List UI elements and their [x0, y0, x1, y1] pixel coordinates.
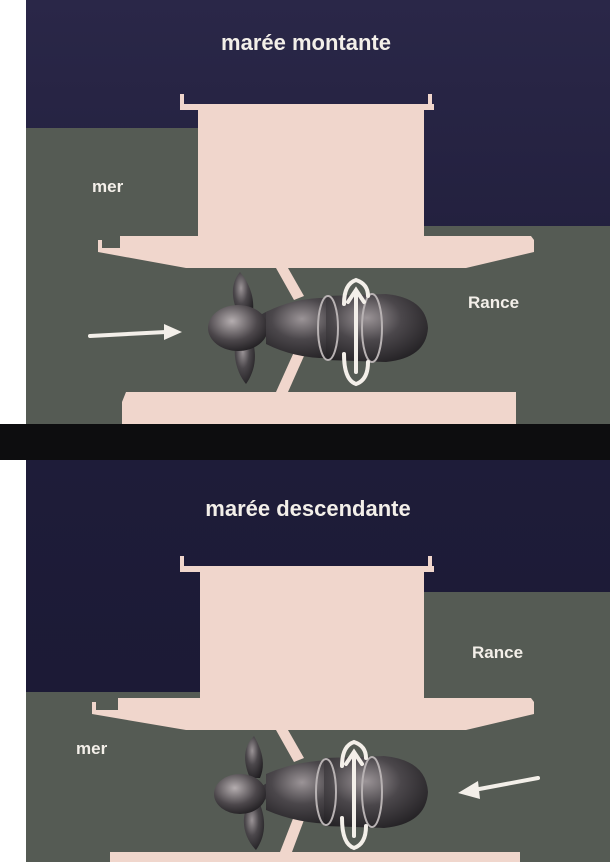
rising-tide-diagram: marée montante mer Rance — [26, 0, 610, 424]
generator-ring-1 — [317, 295, 339, 361]
generator-ring-2 — [361, 293, 383, 363]
generator-ring-2 — [361, 756, 383, 828]
river-label: Rance — [468, 293, 519, 312]
rising-tide-panel: marée montante mer Rance — [26, 0, 610, 424]
generator-bulb — [326, 294, 428, 362]
generator-bulb — [324, 756, 428, 828]
river-label: Rance — [472, 643, 523, 662]
dam-cap — [180, 566, 432, 572]
rotation-arrow-icon — [340, 739, 368, 851]
turbine-strut-top — [276, 268, 304, 300]
turbine-strut-bottom — [276, 352, 304, 392]
turbine-hub — [208, 305, 268, 351]
turbine-strut-bottom — [280, 816, 304, 852]
dam-lower-slab — [110, 852, 520, 862]
generator-ring-1 — [315, 758, 337, 826]
dam-cap-lip-left — [180, 94, 184, 110]
dam-upper-structure — [92, 556, 534, 730]
panel-title: marée montante — [221, 30, 391, 55]
dam-lower-slab — [122, 392, 516, 424]
turbine-strut-top — [276, 730, 304, 762]
falling-tide-diagram: marée descendante Rance mer — [26, 460, 610, 862]
dam-cap — [180, 104, 432, 110]
dam-upper-structure — [98, 94, 534, 268]
dam-cap-lip-right — [428, 94, 432, 110]
rotation-arrow-icon — [342, 277, 370, 387]
turbine-hub — [214, 774, 266, 814]
sea-label: mer — [76, 739, 108, 758]
falling-tide-panel: marée descendante Rance mer — [26, 460, 610, 862]
panel-title: marée descendante — [205, 496, 410, 521]
flow-arrow-left-icon — [458, 776, 540, 799]
slide-separator — [0, 424, 610, 460]
sea-label: mer — [92, 177, 124, 196]
flow-arrow-right-icon — [88, 324, 182, 340]
